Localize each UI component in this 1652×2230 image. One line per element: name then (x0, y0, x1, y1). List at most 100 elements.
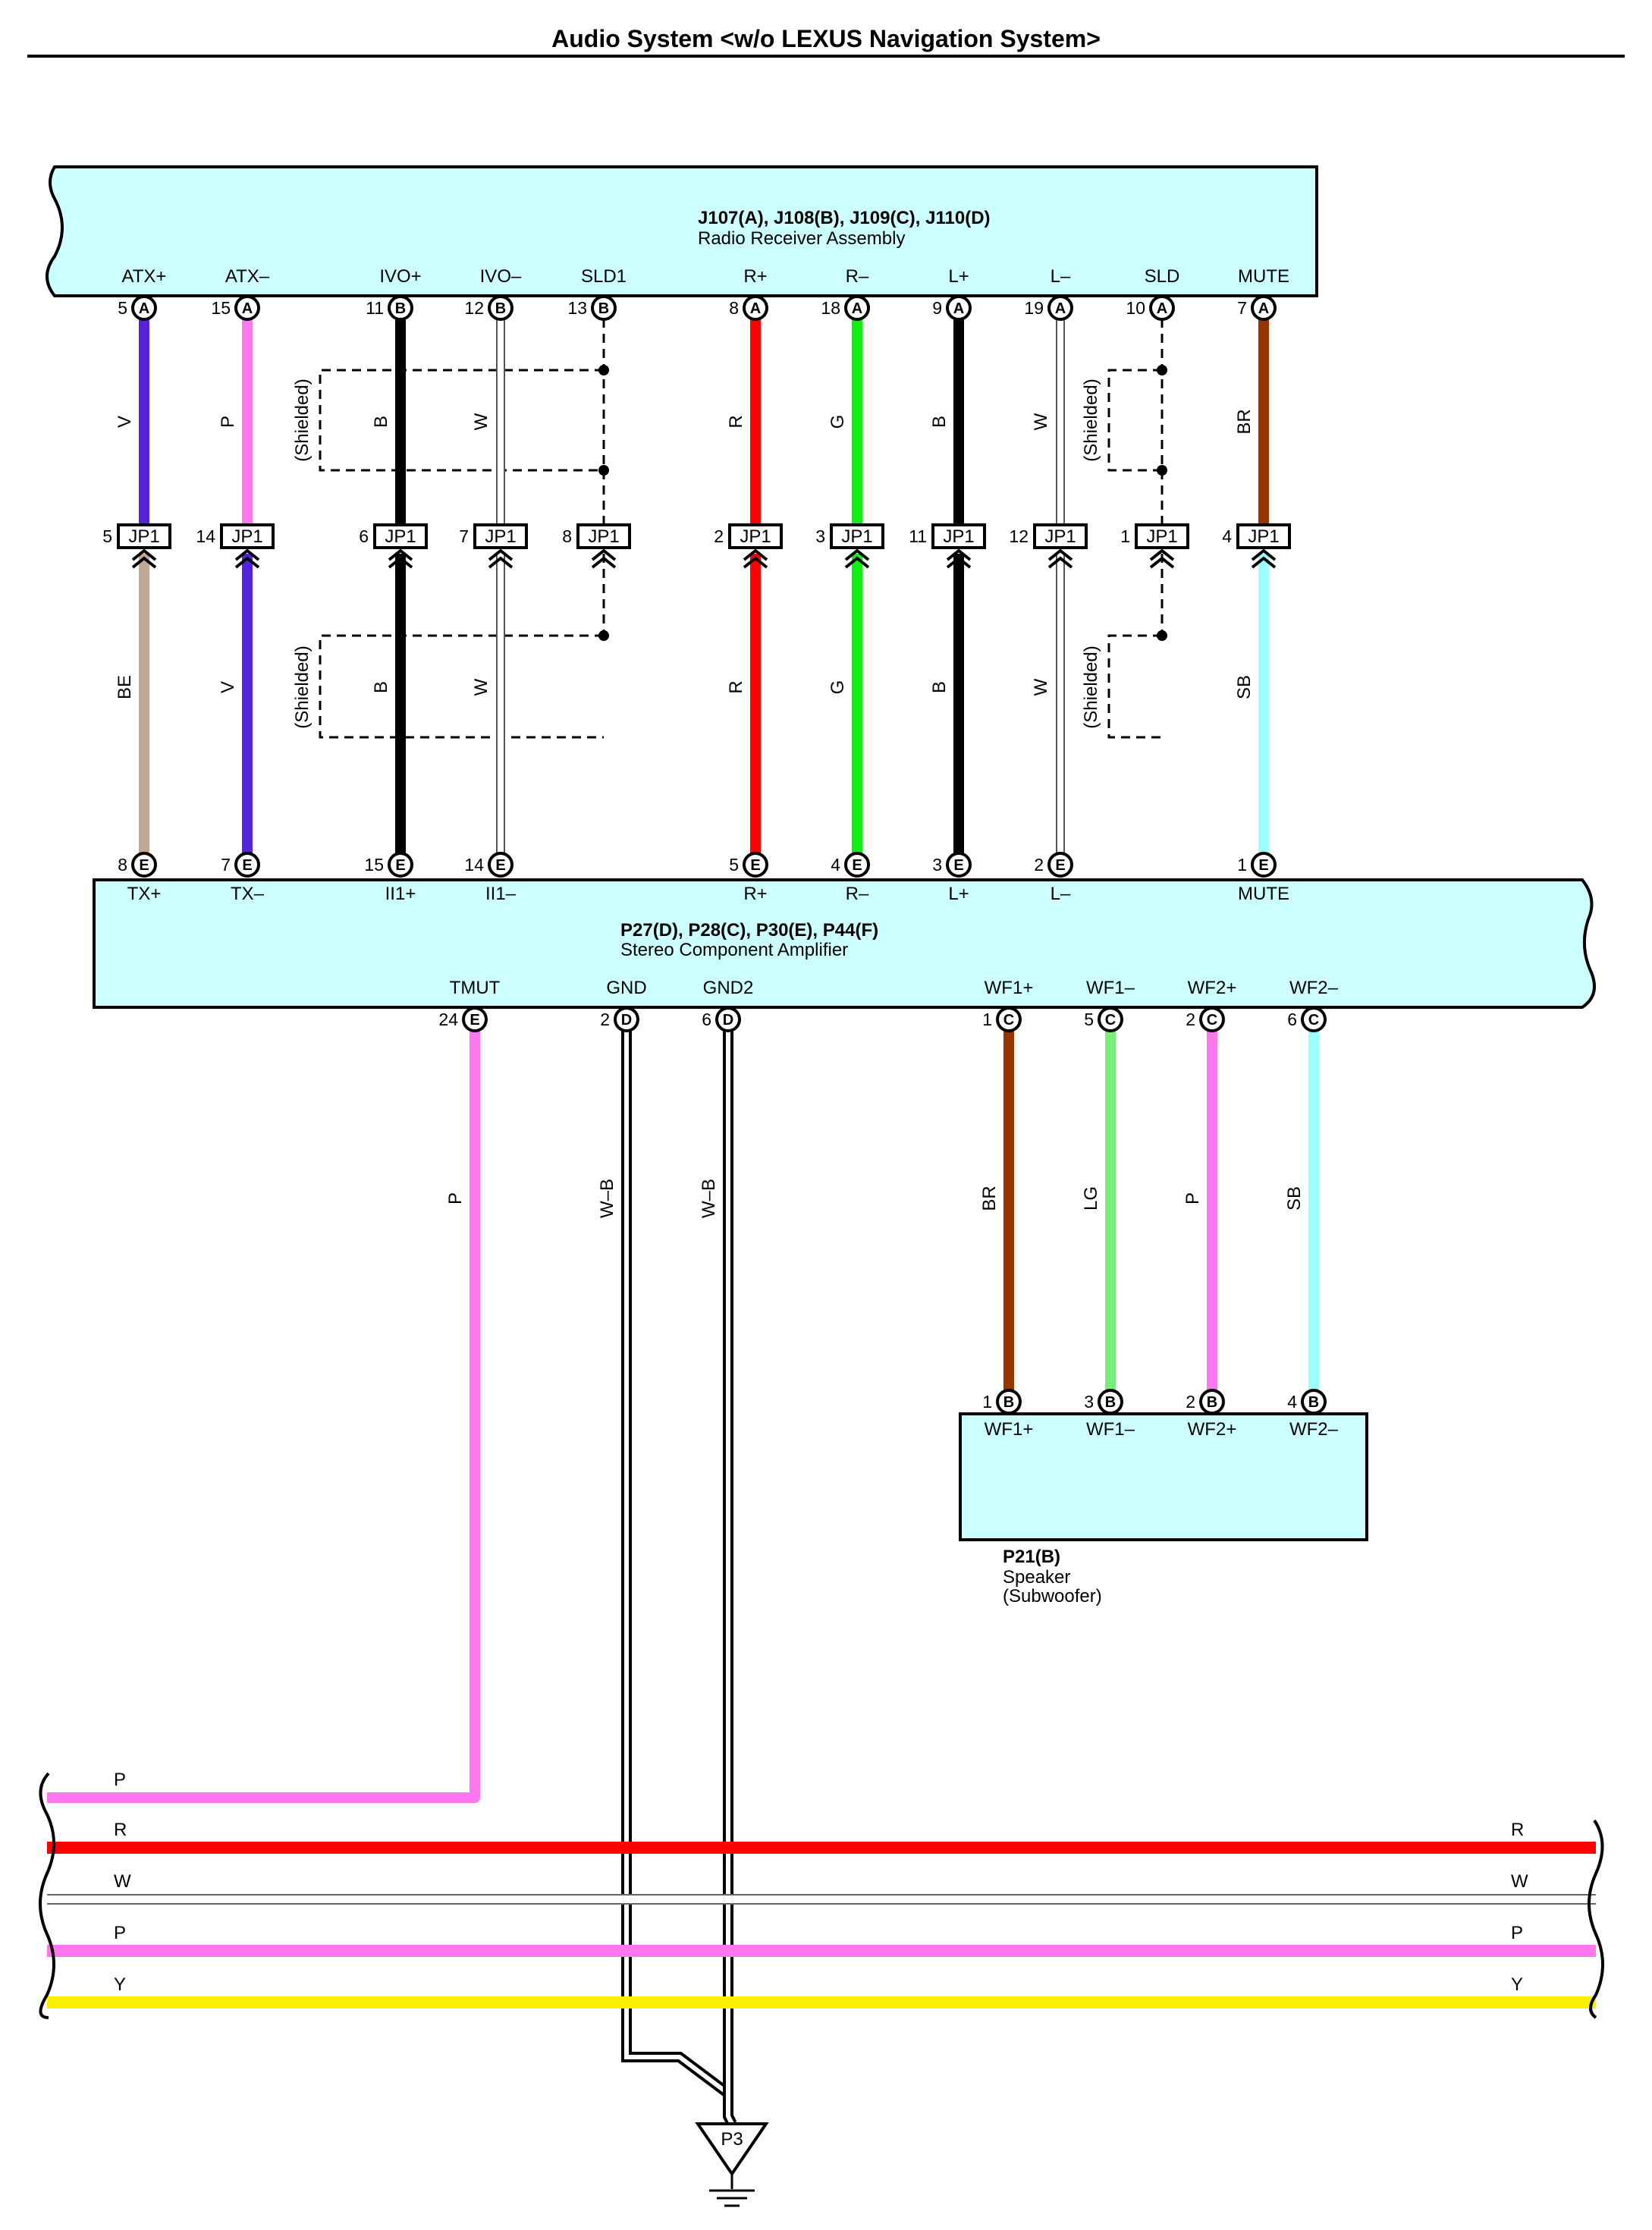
radio-pin-4 (591, 295, 617, 321)
amp-top-pin-label-7: L– (1051, 884, 1071, 904)
junction-box-7 (931, 523, 986, 549)
amp-bottom-pin-label-5: WF2+ (1188, 978, 1237, 998)
amp-top-pin-7-number: 2 (1034, 855, 1044, 875)
radio-pin-5-number: 8 (729, 298, 739, 318)
lower-wire-code-2: B (371, 681, 391, 693)
amp-top-pin-0 (131, 852, 157, 878)
speaker-pin-label-0: WF1+ (985, 1419, 1034, 1440)
junction-chevron-0 (131, 548, 157, 569)
shield-box-lower-0 (319, 634, 604, 739)
radio-pin-7-letter: A (953, 300, 964, 317)
junction-label-3: JP1 (485, 526, 516, 547)
tmut-wire-code: P (445, 1192, 466, 1205)
lower-wire-code-5: G (828, 680, 848, 695)
bus-break-left (39, 1772, 55, 2019)
amp-bottom-pin-label-6: WF2– (1289, 978, 1339, 998)
upper-wire-code-1: P (218, 416, 238, 428)
amp-top-pin-2-letter: E (395, 857, 405, 874)
speaker-subtitle: (Subwoofer) (1003, 1586, 1102, 1607)
radio-pin-2-number: 11 (366, 298, 384, 318)
junction-chevron-7 (946, 548, 972, 569)
amp-top-pin-label-8: MUTE (1238, 884, 1289, 904)
junction-chevron-5 (743, 548, 768, 569)
amp-bottom-pin-4-number: 5 (1084, 1010, 1094, 1029)
radio-pin-5 (743, 295, 768, 321)
amp-bottom-pin-5 (1199, 1007, 1225, 1032)
radio-pin-label-1: ATX– (225, 266, 270, 287)
radio-pin-10 (1251, 295, 1277, 321)
gnd-wire-code: W–B (597, 1179, 617, 1218)
amp-bottom-pin-2-number: 6 (702, 1010, 711, 1029)
speaker-pin-0 (996, 1389, 1022, 1415)
bus-left-label-2: W (114, 1871, 131, 1892)
junction-chevron-1 (234, 548, 260, 569)
junction-box-8 (1033, 523, 1088, 549)
amp-bottom-pin-2 (715, 1007, 741, 1032)
amp-bottom-pin-4-letter: C (1105, 1012, 1116, 1029)
junction-box-9 (1135, 523, 1189, 549)
junction-label-2: JP1 (385, 526, 416, 547)
amp-bottom-pin-3 (996, 1007, 1022, 1032)
subwoofer-wire-code-1: LG (1081, 1186, 1101, 1211)
amp-bottom-pin-3-letter: C (1003, 1012, 1014, 1029)
shield-dot-upper-b-1 (1157, 465, 1167, 476)
amp-top-pin-4-number: 5 (729, 855, 739, 875)
radio-pin-2 (388, 295, 413, 321)
amp-bottom-pin-5-letter: C (1207, 1012, 1217, 1029)
radio-pin-8 (1047, 295, 1073, 321)
wires (47, 319, 1319, 2127)
radio-pin-label-8: L– (1051, 266, 1071, 287)
shield-box-upper-0 (319, 369, 604, 472)
amp-top-pin-1-letter: E (242, 857, 252, 874)
speaker-pin-0-letter: B (1003, 1394, 1014, 1411)
upper-wire-code-2: B (371, 416, 391, 428)
lower-wire-code-7: W (1031, 678, 1051, 696)
junction-pin-number-5: 2 (714, 526, 724, 546)
amp-top-pin-label-4: R+ (743, 884, 767, 904)
junction-pin-number-2: 6 (359, 526, 369, 546)
amp-top-pin-5 (844, 852, 870, 878)
junction-label-5: JP1 (740, 526, 771, 547)
amp-bottom-pin-5-number: 2 (1186, 1010, 1195, 1029)
amp-top-pin-4-letter: E (750, 857, 760, 874)
shield-dot-lower-0 (598, 630, 609, 641)
speaker-body (959, 1412, 1368, 1541)
amp-top-pin-5-letter: E (852, 857, 862, 874)
amp-bottom-pin-6-number: 6 (1287, 1010, 1297, 1029)
radio-pin-6 (844, 295, 870, 321)
lower-wire-code-8: SB (1234, 675, 1255, 699)
junction-chevron-9 (1149, 548, 1175, 569)
amp-bottom-pin-3-number: 1 (982, 1010, 992, 1029)
junction-chevron-8 (1047, 548, 1073, 569)
amplifier-name: Stereo Component Amplifier (620, 940, 848, 960)
speaker-pin-0-number: 1 (982, 1392, 992, 1412)
amp-bottom-pin-label-0: TMUT (450, 978, 501, 998)
speaker-pin-2-number: 2 (1186, 1392, 1195, 1412)
amp-bottom-pin-label-3: WF1+ (985, 978, 1034, 998)
amp-top-pin-6-number: 3 (932, 855, 942, 875)
bus-right-label-4: Y (1511, 1974, 1523, 1995)
amplifier-code: P27(D), P28(C), P30(E), P44(F) (620, 920, 878, 941)
radio-receiver-body (46, 165, 1318, 297)
speaker-code: P21(B) (1003, 1547, 1060, 1567)
junction-pin-number-7: 11 (909, 526, 927, 546)
junction-label-4: JP1 (588, 526, 619, 547)
radio-pin-9-number: 10 (1126, 298, 1145, 318)
bus-right-label-3: P (1511, 1923, 1523, 1943)
shielded-label-upper-1: (Shielded) (1081, 378, 1101, 461)
radio-pin-7 (946, 295, 972, 321)
radio-pin-label-2: IVO+ (379, 266, 421, 287)
shielded-label-lower-1: (Shielded) (1081, 645, 1101, 728)
junction-pin-number-10: 4 (1222, 526, 1232, 546)
radio-pin-7-number: 9 (932, 298, 942, 318)
amp-top-pin-7 (1047, 852, 1073, 878)
junction-label-9: JP1 (1146, 526, 1177, 547)
junction-label-1: JP1 (231, 526, 262, 547)
amp-top-pin-6-letter: E (953, 857, 963, 874)
junction-box-2 (373, 523, 428, 549)
shielded-label-upper-0: (Shielded) (292, 378, 312, 461)
radio-pin-label-7: L+ (948, 266, 969, 287)
amp-bottom-pin-4 (1098, 1007, 1123, 1032)
radio-pin-2-letter: B (395, 300, 406, 317)
